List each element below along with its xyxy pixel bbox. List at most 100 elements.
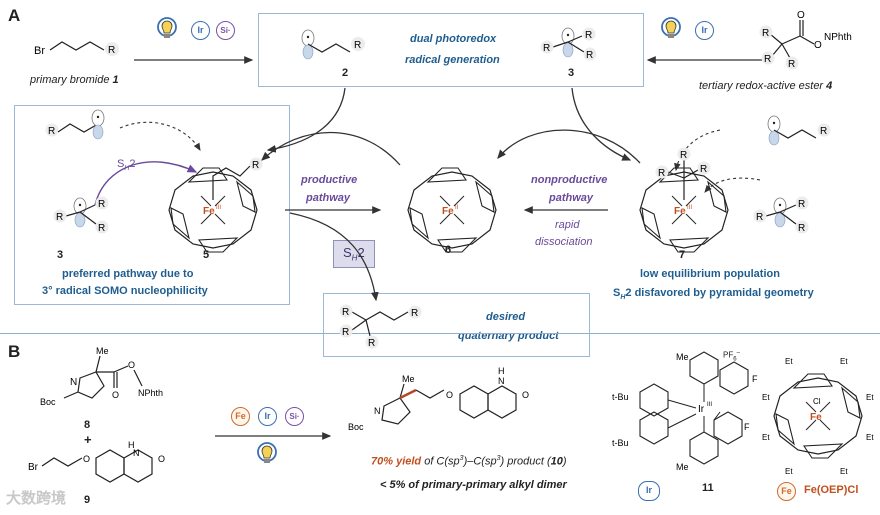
- atom-ir-label: Ir: [698, 404, 705, 415]
- atom-o-label: O: [814, 40, 822, 51]
- arrow-5-to-product: [289, 212, 379, 302]
- molecule-9: Br O H N O: [28, 440, 165, 483]
- atom-et-label: Et: [785, 467, 793, 476]
- rapid-line2: dissociation: [535, 236, 593, 248]
- atom-o-label: O: [112, 390, 119, 400]
- atom-et-label: Et: [840, 467, 848, 476]
- atom-r-label: R: [56, 212, 63, 223]
- atom-et-label: Et: [840, 357, 848, 366]
- fe5-label: Fe: [203, 206, 215, 217]
- atom-r-label: R: [252, 160, 259, 171]
- si-chip-top-left: Si·: [216, 21, 235, 40]
- dashed-arrow-right-2: [704, 177, 761, 193]
- productive-line2: pathway: [306, 192, 351, 204]
- watermark: 大数跨境: [6, 490, 67, 507]
- atom-f-label: F: [752, 374, 758, 384]
- atom-br-label: Br: [34, 45, 45, 57]
- arrow-6-to-5-arc: [261, 131, 401, 166]
- yield-text: 70% yield of C(sp3)–C(sp3) product (10): [371, 455, 567, 468]
- fe-oep-cl: Fe Cl Et Et Et Et Et Et Et Et: [762, 357, 874, 476]
- atom-et-label: Et: [866, 433, 874, 442]
- atom-o-label: O: [446, 390, 453, 400]
- atom-r-label: R: [788, 59, 795, 70]
- atom-o-label: O: [158, 454, 165, 464]
- atom-r-label: R: [342, 307, 349, 318]
- molecule-radical-3-top: R R R: [540, 27, 597, 61]
- fe-legend-label: Fe(OEP)Cl: [804, 484, 859, 496]
- atom-r-label: R: [108, 45, 115, 56]
- lightbulb-icon-top-right: [661, 17, 681, 38]
- compound-2-number: 2: [342, 67, 349, 79]
- preferred-line1: preferred pathway due to: [62, 268, 194, 280]
- atom-boc-label: Boc: [40, 397, 56, 407]
- fe7-label: Fe: [674, 206, 686, 217]
- compound-6-number: 6: [445, 244, 452, 256]
- atom-o-label: O: [83, 454, 90, 464]
- ir-chip-reaction: Ir: [258, 407, 277, 426]
- atom-n-label: N: [70, 377, 77, 388]
- fe6-ox-label: II: [455, 205, 459, 211]
- atom-tbu-label: t-Bu: [612, 438, 629, 448]
- compound-3-number-top: 3: [568, 67, 575, 79]
- atom-r-label: R: [700, 164, 707, 175]
- atom-me-label: Me: [676, 462, 689, 472]
- atom-r-label: R: [368, 338, 375, 349]
- preferred-line2: 3° radical SOMO nucleophilicity: [42, 285, 208, 297]
- atom-r-label: R: [764, 54, 771, 65]
- atom-o-label: O: [522, 390, 529, 400]
- dimer-text: < 5% of primary-primary alkyl dimer: [380, 479, 567, 491]
- atom-et-label: Et: [762, 393, 770, 402]
- atom-r-label: R: [756, 212, 763, 223]
- molecule-primary-bromide-1: Br R: [34, 41, 119, 57]
- iridium-complex-11: Ir III t-Bu t-Bu Me Me F F: [612, 351, 758, 472]
- atom-n-label: N: [133, 448, 140, 458]
- molecule-radical-2: R: [301, 29, 365, 60]
- atom-me-label: Me: [96, 346, 109, 356]
- compound-5-number: 5: [203, 249, 210, 261]
- panel-divider: [0, 333, 880, 334]
- sh2-purple-arrow: [94, 161, 198, 206]
- molecule-radical-2-left: R: [45, 109, 105, 140]
- atom-r-label: R: [543, 43, 550, 54]
- atom-r-label: R: [658, 168, 665, 179]
- dashed-arrow-left: [119, 121, 201, 151]
- atom-r-label: R: [585, 30, 592, 41]
- atom-h-label: H: [498, 366, 505, 376]
- atom-r-label: R: [98, 199, 105, 210]
- porphyrin-6: Fe II: [407, 167, 497, 253]
- atom-h-label: H: [128, 440, 135, 450]
- productive-line1: productive: [301, 174, 358, 186]
- porphyrin-5: R Fe III: [168, 157, 263, 253]
- molecule-radical-2-right: R: [767, 115, 831, 146]
- compound-3-number-left: 3: [57, 249, 64, 261]
- atom-n-label: N: [374, 406, 381, 416]
- atom-o-label: O: [128, 360, 135, 370]
- sh2-box: [333, 240, 375, 268]
- atom-tbu-label: t-Bu: [612, 392, 629, 402]
- atom-me-label: Me: [402, 374, 415, 384]
- atom-r-label: R: [798, 199, 805, 210]
- molecule-quaternary-product: R R R R: [339, 304, 422, 349]
- right-caption-line1: low equilibrium population: [640, 268, 780, 280]
- lightbulb-icon-top-left: [157, 17, 177, 38]
- photoredox-line2: radical generation: [405, 54, 500, 66]
- atom-r-label: R: [586, 50, 593, 61]
- arrow-3-to-7: [571, 87, 632, 161]
- compound-11-number: 11: [702, 482, 714, 494]
- fe-oep-label: Fe: [810, 412, 822, 423]
- arrow-7-to-6-arc: [497, 129, 641, 164]
- fe-legend-chip: Fe: [777, 482, 796, 501]
- atom-r-label: R: [680, 150, 687, 161]
- atom-cl-label: Cl: [813, 397, 821, 406]
- atom-r-label: R: [98, 223, 105, 234]
- photoredox-box: [258, 13, 644, 87]
- atom-boc-label: Boc: [348, 422, 364, 432]
- molecule-10: N Boc Me O H N O: [348, 366, 529, 432]
- atom-n-label: N: [498, 376, 505, 386]
- atom-r-label: R: [342, 327, 349, 338]
- atom-r-label: R: [354, 40, 361, 51]
- ir-legend-chip: Ir: [638, 481, 660, 501]
- atom-br-label: Br: [28, 462, 39, 473]
- atom-et-label: Et: [762, 433, 770, 442]
